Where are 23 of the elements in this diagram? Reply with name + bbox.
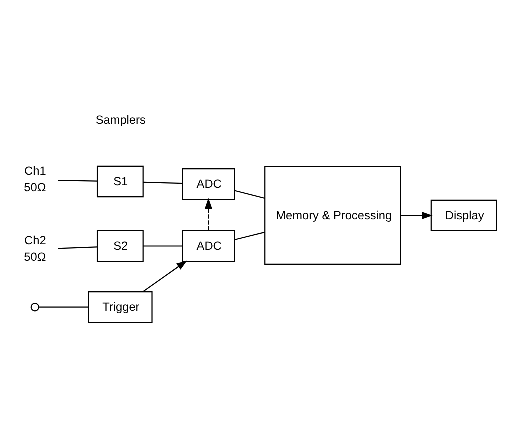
node-box: ADC xyxy=(182,168,236,200)
node-box: S1 xyxy=(96,165,144,198)
node-box: Memory & Processing xyxy=(264,166,402,265)
arrow xyxy=(204,198,212,230)
label: Samplers xyxy=(96,112,146,126)
connector xyxy=(58,179,98,182)
connector xyxy=(58,246,98,249)
node-text: Ch2 xyxy=(24,233,46,248)
connector xyxy=(39,306,88,308)
node-label: 50Ω xyxy=(24,249,46,264)
arrow xyxy=(142,260,188,292)
node-box: Display xyxy=(430,199,498,232)
connector xyxy=(234,231,266,240)
connector xyxy=(234,190,266,199)
connector xyxy=(143,181,183,184)
node-box: ADC xyxy=(182,230,236,262)
node-label: 50Ω xyxy=(24,180,46,194)
arrow xyxy=(401,211,433,219)
connector xyxy=(143,245,183,246)
node-circle xyxy=(30,302,40,312)
node-box: S2 xyxy=(96,230,144,262)
node-text: Ch1 xyxy=(24,164,46,178)
node-box: Trigger xyxy=(88,291,153,323)
